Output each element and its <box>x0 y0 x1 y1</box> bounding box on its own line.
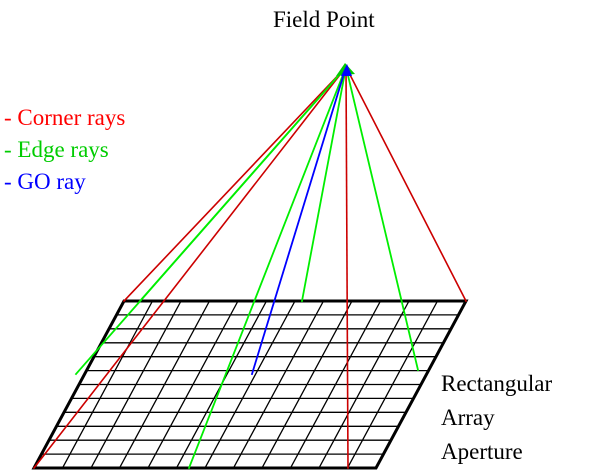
aperture-label: Rectangular Array Aperture <box>441 367 552 469</box>
aperture-label-line-2: Array <box>441 405 495 430</box>
edge-ray <box>187 65 348 470</box>
field-point-label: Field Point <box>273 7 375 32</box>
corner-ray <box>345 66 349 469</box>
aperture-border <box>31 299 469 470</box>
ray-lines <box>32 65 468 470</box>
field-point-marker-core <box>341 64 352 76</box>
legend-edge-rays: - Edge rays <box>4 137 109 162</box>
aperture-label-line-1: Rectangular <box>441 371 553 396</box>
edge-ray <box>138 65 348 303</box>
aperture-grid <box>31 299 469 470</box>
aperture-label-line-3: Aperture <box>441 439 523 464</box>
edge-ray <box>344 65 420 372</box>
corner-ray <box>32 65 348 470</box>
corner-ray <box>122 65 348 303</box>
legend-corner-rays: - Corner rays <box>4 105 126 130</box>
edge-ray <box>300 65 348 303</box>
grid-line-slanted <box>346 300 439 469</box>
legend-go-ray: - GO ray <box>4 169 86 194</box>
legend: - Corner rays - Edge rays - GO ray <box>4 102 125 198</box>
go-ray <box>250 65 348 376</box>
corner-ray <box>344 65 468 303</box>
